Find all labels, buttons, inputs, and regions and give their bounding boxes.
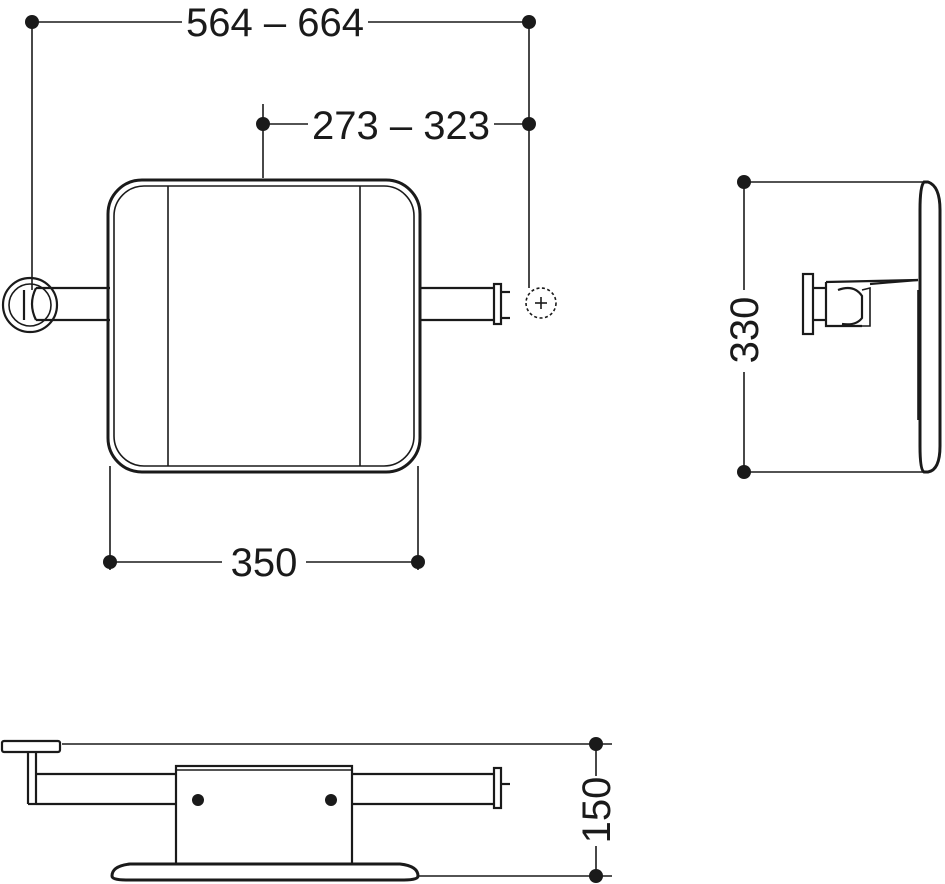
mount-height-dimension: 150 bbox=[62, 737, 619, 883]
seat-depth-dimension: 330 bbox=[723, 175, 930, 479]
side-bracket bbox=[801, 272, 919, 336]
projection-label: 273 – 323 bbox=[312, 104, 490, 148]
right-support-bar bbox=[420, 282, 510, 326]
centre-housing bbox=[174, 764, 354, 866]
top-view: 564 – 664 273 – 323 bbox=[1, 1, 557, 585]
overall-width-label: 564 – 664 bbox=[186, 1, 364, 45]
plus-circle-icon bbox=[525, 287, 557, 319]
front-support-bars bbox=[36, 766, 510, 810]
projection-dimension: 273 – 323 bbox=[256, 104, 536, 178]
seat-width-dimension: 350 bbox=[103, 466, 425, 585]
seat-profile bbox=[917, 180, 942, 474]
seat-top bbox=[106, 178, 422, 474]
left-support-bar bbox=[30, 286, 110, 322]
side-view: 330 bbox=[723, 175, 942, 479]
wall-rosette bbox=[1, 276, 59, 334]
seat-depth-label: 330 bbox=[723, 297, 767, 364]
seat-width-label: 350 bbox=[231, 541, 298, 585]
mount-height-label: 150 bbox=[575, 777, 619, 844]
overall-width-dimension: 564 – 664 bbox=[25, 1, 536, 290]
wall-plate bbox=[0, 739, 62, 806]
seat-base-front bbox=[110, 862, 420, 882]
front-view: 150 bbox=[0, 737, 619, 883]
